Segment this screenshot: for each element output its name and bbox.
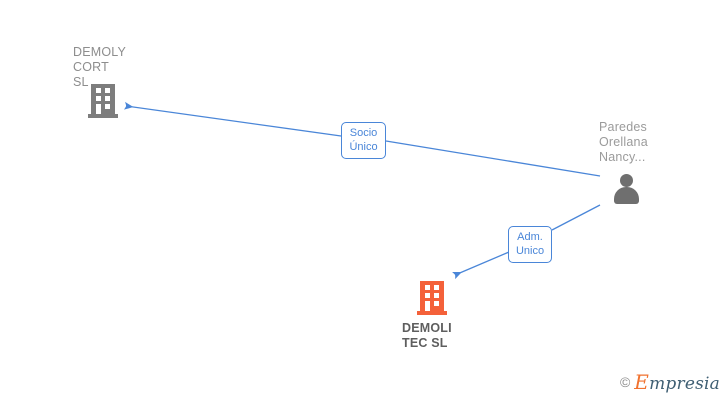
- building-icon: [417, 281, 447, 315]
- edge-adm-unico-segment-right: [551, 204, 601, 231]
- edge-socio-unico-segment-right: [385, 140, 601, 177]
- node-label-demoly-cort: DEMOLY CORT SL: [73, 45, 127, 89]
- person-icon: [611, 174, 641, 206]
- empresia-watermark: © Empresia: [620, 370, 720, 394]
- node-person-paredes-orellana[interactable]: Paredes Orellana Nancy...: [599, 120, 648, 206]
- edge-adm-unico-segment-left: [452, 251, 510, 280]
- node-label-paredes-orellana: Paredes Orellana Nancy...: [599, 120, 648, 164]
- building-icon: [88, 84, 118, 118]
- node-company-demoly-cort[interactable]: DEMOLY CORT SL: [73, 45, 126, 118]
- brand-wordmark: Empresia: [634, 370, 720, 394]
- brand-initial: E: [634, 370, 650, 394]
- node-company-demolitec[interactable]: DEMOLI TEC SL: [402, 281, 452, 350]
- node-label-demolitec: DEMOLI TEC SL: [402, 321, 452, 350]
- edge-label-adm-unico[interactable]: Adm. Unico: [508, 226, 552, 263]
- brand-rest: mpresia: [649, 374, 720, 394]
- copyright-icon: ©: [619, 374, 631, 390]
- edge-label-socio-unico[interactable]: Socio Único: [341, 122, 386, 159]
- edge-socio-unico-segment-left: [123, 101, 342, 137]
